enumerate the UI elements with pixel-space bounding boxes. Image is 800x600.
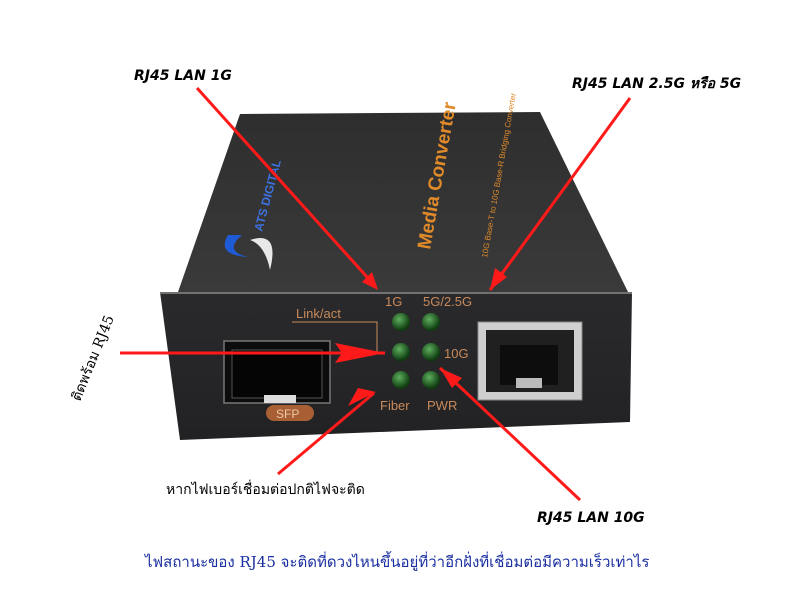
link-act-label: Link/act xyxy=(296,306,341,321)
arrow-lan10g xyxy=(438,366,582,502)
device-top-face xyxy=(178,112,628,292)
arrow-lan25g xyxy=(488,97,632,291)
arrow-lan1g xyxy=(195,86,378,289)
led-pwr-label: PWR xyxy=(427,398,457,413)
label-with-rj45: ติดพร้อม RJ45 xyxy=(69,313,118,403)
annotation-arrows xyxy=(120,86,632,502)
label-lan1g: RJ45 LAN 1G xyxy=(134,68,232,84)
led-5g-label: 5G/2.5G xyxy=(423,294,472,309)
rj45-port[interactable] xyxy=(477,321,583,401)
label-fiber-note: หากไฟเบอร์เชื่อมต่อปกติไฟจะติด xyxy=(166,480,365,498)
arrow-fiber xyxy=(277,391,375,476)
led-link xyxy=(392,343,410,361)
led-fiber-label: Fiber xyxy=(380,398,410,413)
led-10g xyxy=(422,343,440,361)
label-lan25g: RJ45 LAN 2.5G หรือ 5G xyxy=(572,75,741,92)
arrow-heads xyxy=(335,268,507,406)
led-1g xyxy=(392,313,410,331)
led-pwr xyxy=(422,371,440,389)
sfp-port[interactable]: SFP xyxy=(223,340,331,421)
sfp-label: SFP xyxy=(276,407,299,421)
label-lan10g: RJ45 LAN 10G xyxy=(537,510,645,526)
caption: ไฟสถานะของ RJ45 จะติดที่ดวงไหนขึ้นอยู่ที… xyxy=(144,551,649,571)
led-10g-label: 10G xyxy=(444,346,469,361)
led-1g-label: 1G xyxy=(385,294,402,309)
led-5g xyxy=(422,313,440,331)
led-fiber xyxy=(392,371,410,389)
